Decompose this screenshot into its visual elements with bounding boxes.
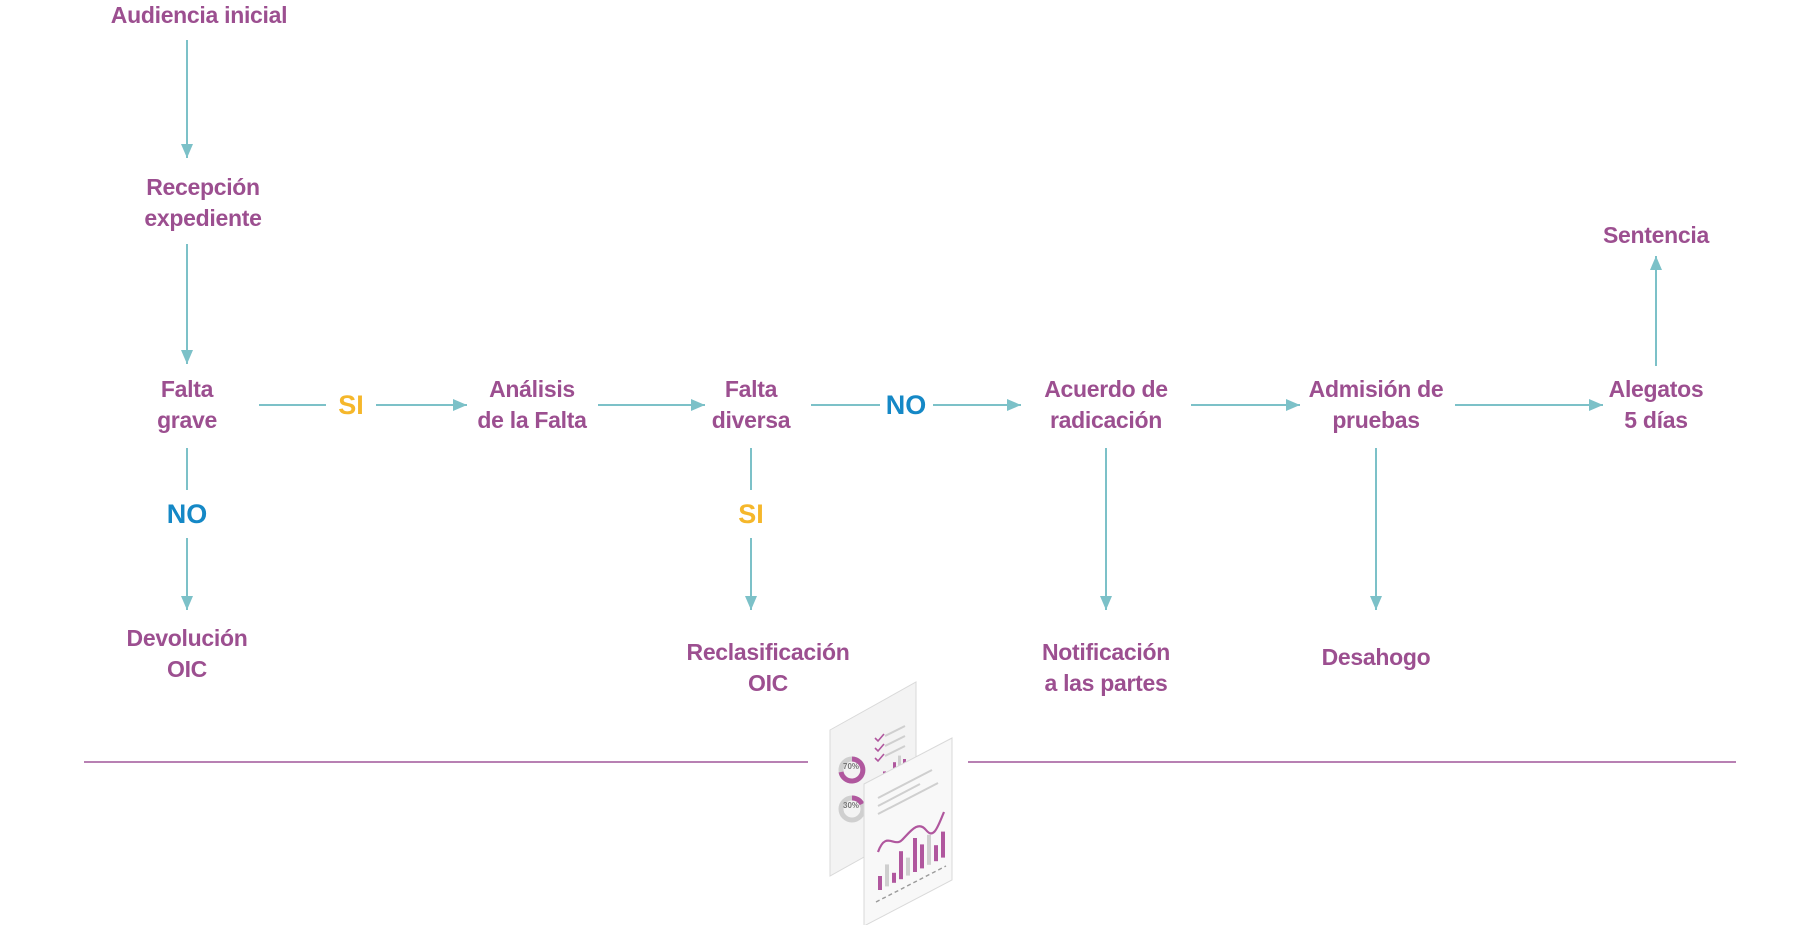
node-notificacion-partes: Notificación a las partes: [1042, 637, 1170, 699]
node-text-line: Audiencia inicial: [110, 2, 288, 28]
arrow-no-devolucion: [181, 538, 193, 610]
node-audiencia-inicial: Audiencia inicial: [110, 0, 288, 31]
node-text-line: Alegatos: [1608, 376, 1704, 402]
node-text-line: pruebas: [1332, 407, 1420, 433]
node-text-line: 5 días: [1624, 407, 1688, 433]
arrow-no-acuerdo: [933, 399, 1021, 411]
node-text-line: Falta: [160, 376, 214, 402]
gauge-top-label: 70%: [843, 762, 860, 771]
arrow-acuerdo-admision: [1191, 399, 1300, 411]
arrow-si-reclasificacion: [745, 538, 757, 610]
node-text-line: Falta: [724, 376, 778, 402]
arrow-admision-alegatos: [1455, 399, 1603, 411]
node-acuerdo-radicacion: Acuerdo de radicación: [1044, 374, 1168, 436]
node-text-line: Recepción: [146, 174, 260, 200]
node-text-line: OIC: [167, 656, 207, 682]
node-text-line: radicación: [1049, 407, 1163, 433]
node-falta-grave: Falta grave: [157, 374, 217, 436]
node-alegatos: Alegatos 5 días: [1609, 374, 1704, 436]
node-sentencia: Sentencia: [1603, 220, 1709, 251]
arrow-admision-desahogo: [1370, 448, 1382, 610]
node-text-line: Devolución: [126, 625, 248, 651]
node-text-line: Acuerdo de: [1044, 376, 1168, 402]
decision-no-falta-diversa: NO: [885, 390, 927, 420]
node-falta-diversa: Falta diversa: [711, 374, 791, 436]
decision-no-falta-grave: NO: [166, 499, 208, 529]
gauge-bottom-label: 30%: [843, 801, 860, 810]
node-text-line: Análisis: [489, 376, 575, 402]
arrow-si-analisis: [376, 399, 467, 411]
node-text-line: a las partes: [1044, 670, 1168, 696]
node-text-line: Desahogo: [1321, 644, 1431, 670]
arrow-audiencia-recepcion: [181, 40, 193, 158]
node-text-line: Notificación: [1041, 639, 1171, 665]
arrow-recepcion-falta: [181, 244, 193, 364]
node-text-line: Reclasificación: [686, 639, 850, 665]
node-text-line: diversa: [711, 407, 791, 433]
document-charts-icon: [829, 681, 953, 925]
node-text-line: de la Falta: [477, 407, 587, 433]
node-recepcion-expediente: Recepción expediente: [144, 172, 261, 234]
arrow-acuerdo-notificacion: [1100, 448, 1112, 610]
arrow-alegatos-sentencia: [1650, 256, 1662, 366]
decision-si-falta-grave: SI: [338, 390, 364, 420]
node-text-line: Sentencia: [1603, 222, 1709, 248]
node-analisis-falta: Análisis de la Falta: [477, 374, 586, 436]
arrow-analisis-diversa: [598, 399, 705, 411]
decision-si-falta-diversa: SI: [738, 499, 764, 529]
node-admision-pruebas: Admisión de pruebas: [1309, 374, 1444, 436]
node-text-line: Admisión de: [1308, 376, 1444, 402]
front-document-icon: [863, 737, 953, 925]
node-desahogo: Desahogo: [1322, 642, 1431, 673]
node-text-line: OIC: [747, 670, 788, 696]
node-text-line: grave: [157, 407, 217, 433]
node-text-line: expediente: [144, 205, 262, 231]
